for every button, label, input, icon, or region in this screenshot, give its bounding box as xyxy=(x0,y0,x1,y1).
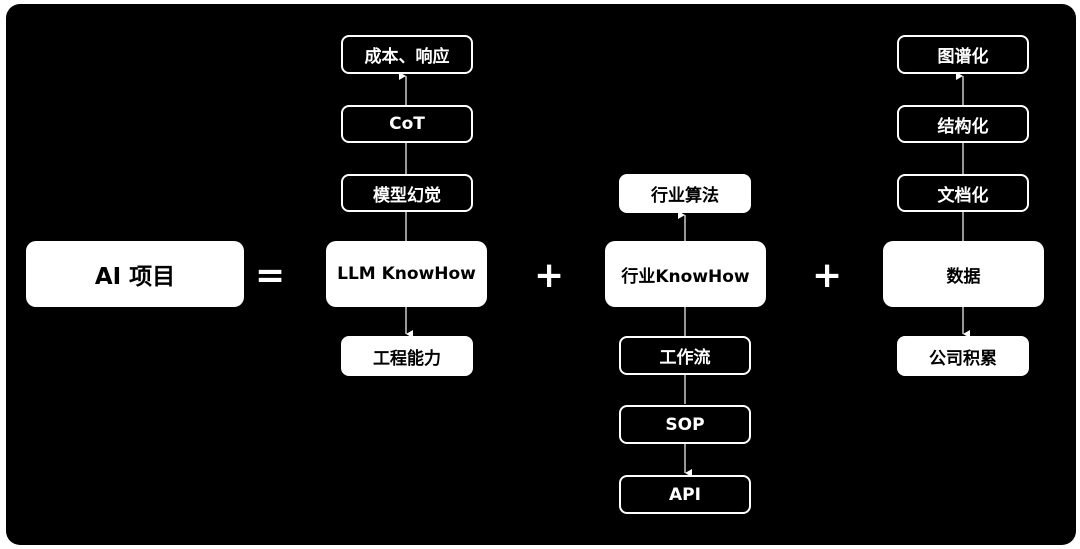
ai-project-box: AI 项目 xyxy=(26,241,244,307)
cot-box: CoT xyxy=(341,105,473,143)
api-box: API xyxy=(619,475,751,514)
engineering-capability-box: 工程能力 xyxy=(341,336,473,376)
plus-sign-1: + xyxy=(534,255,565,296)
plus-sign-2: + xyxy=(812,255,843,296)
sop-box: SOP xyxy=(619,405,751,444)
structuring-box: 结构化 xyxy=(897,105,1029,143)
industry-algorithm-box: 行业算法 xyxy=(619,174,751,213)
equals-sign: = xyxy=(255,255,286,296)
data-box: 数据 xyxy=(883,241,1044,307)
documentation-box: 文档化 xyxy=(897,174,1029,212)
graph-box: 图谱化 xyxy=(897,35,1029,74)
industry-knowhow-box: 行业KnowHow xyxy=(605,241,766,307)
company-accumulation-box: 公司积累 xyxy=(897,336,1029,376)
workflow-box: 工作流 xyxy=(619,336,751,375)
model-hallucination-box: 模型幻觉 xyxy=(341,174,473,212)
cost-response-box: 成本、响应 xyxy=(341,35,473,74)
llm-knowhow-box: LLM KnowHow xyxy=(326,241,487,307)
